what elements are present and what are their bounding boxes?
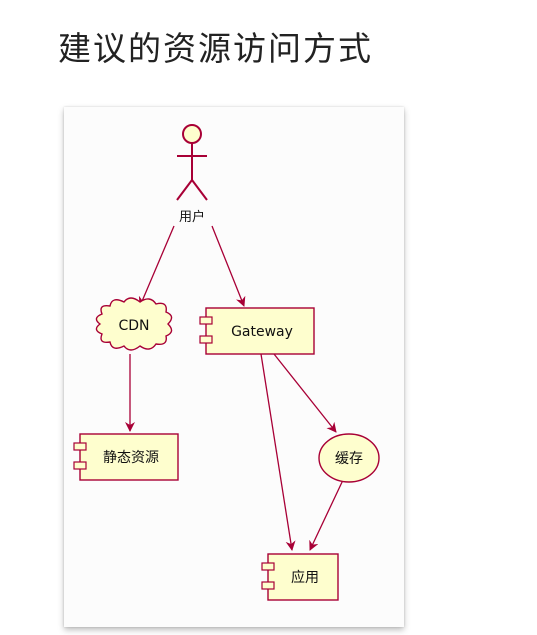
component-tab-icon: [199, 316, 213, 325]
static-resources-label: 静态资源: [103, 450, 159, 466]
actor-user: 用户: [176, 124, 208, 225]
cache-label: 缓存: [335, 451, 363, 467]
stick-figure-icon: [176, 124, 208, 201]
node-gateway: Gateway: [199, 307, 315, 355]
gateway-label: Gateway: [231, 324, 293, 340]
edge-cache-to-app: [309, 479, 344, 551]
component-tab-icon: [261, 581, 275, 590]
cloud-shape: [95, 297, 173, 351]
node-cache: 缓存: [318, 433, 380, 483]
edge-gateway-to-cache: [273, 353, 337, 433]
edges: [125, 225, 344, 551]
component-tab-icon: [73, 461, 87, 470]
component-tab-icon: [199, 335, 213, 344]
app-label: 应用: [291, 569, 319, 586]
node-cdn: CDN: [95, 297, 173, 351]
actor-label: 用户: [179, 209, 205, 225]
diagram-panel: [64, 107, 404, 627]
cdn-label: CDN: [118, 318, 149, 334]
node-app: 应用: [261, 553, 339, 601]
component-tab-icon: [261, 562, 275, 571]
component-tab-icon: [73, 442, 87, 451]
edge-user-to-cdn: [138, 225, 175, 307]
slide-title: 建议的资源访问方式: [58, 29, 373, 68]
edge-user-to-gateway: [211, 225, 246, 307]
edge-gateway-to-app: [260, 353, 296, 551]
node-static-resources: 静态资源: [73, 433, 179, 481]
